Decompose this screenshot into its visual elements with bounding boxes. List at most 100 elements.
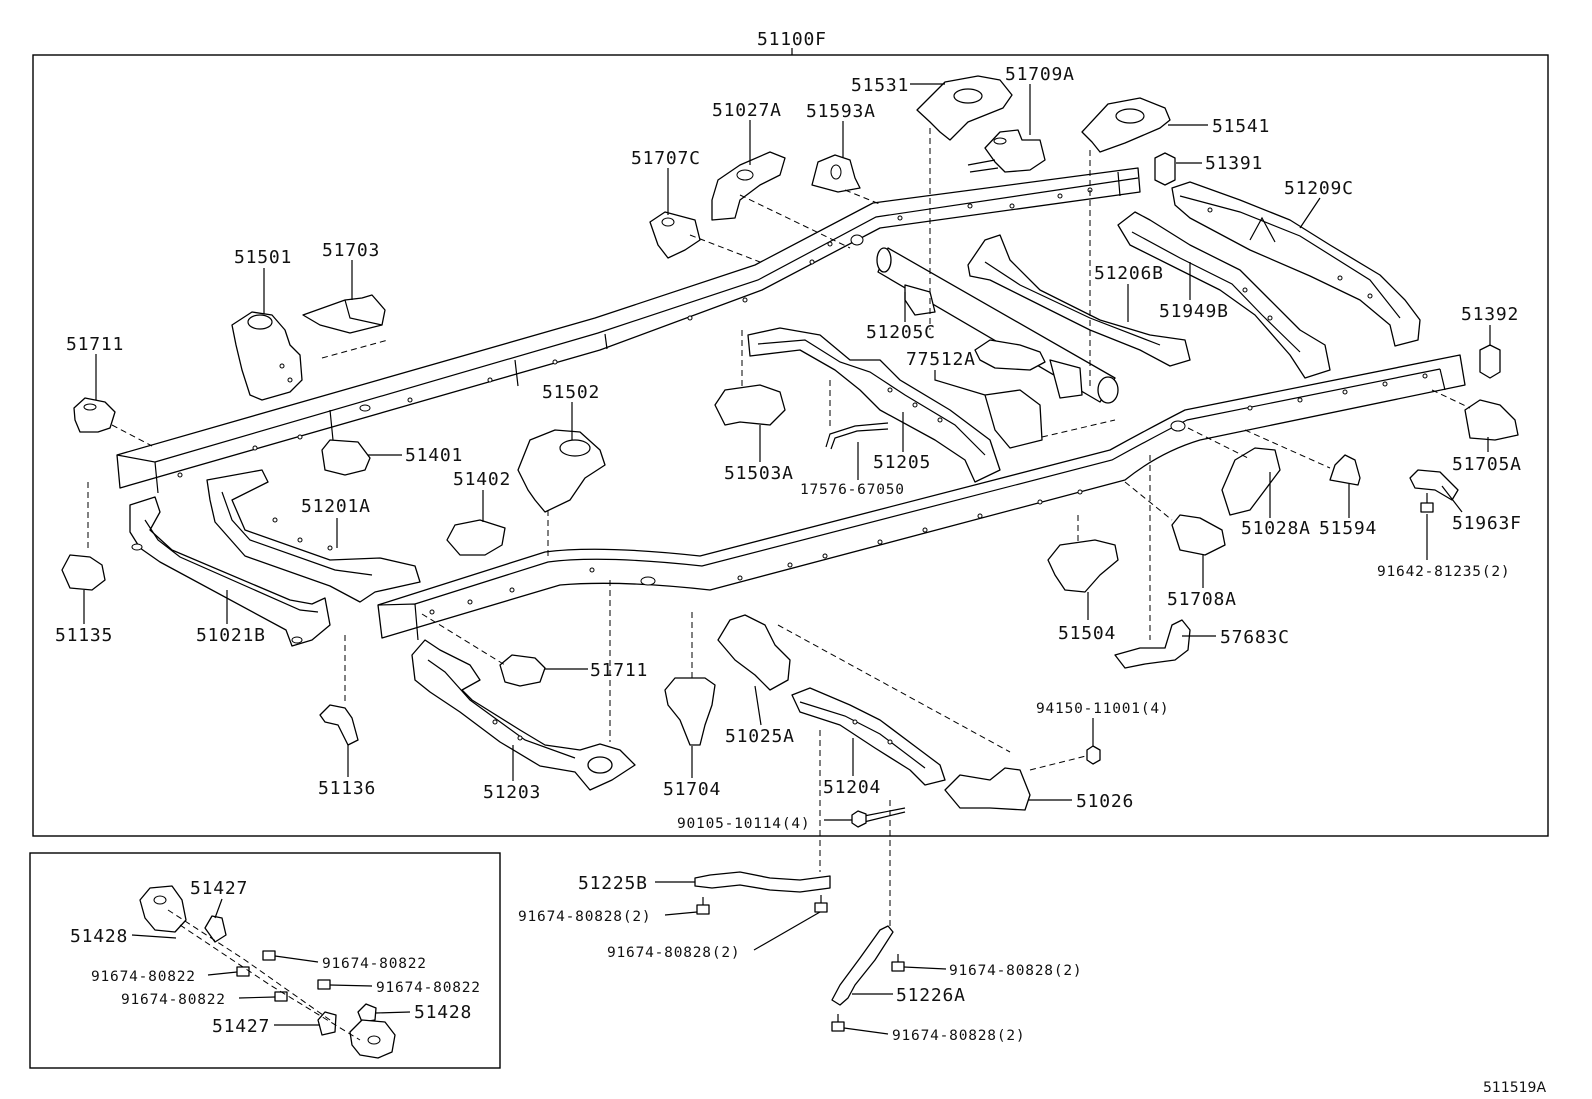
figure-code: 511519A — [1483, 1080, 1546, 1096]
inset-bolt-2 — [236, 966, 250, 977]
inset-bolt-4 — [274, 991, 288, 1002]
part-label-51392: 51392 — [1461, 304, 1519, 325]
part-label-51206b: 51206B — [1094, 263, 1164, 284]
bolt-91674-80828-d — [831, 1014, 845, 1032]
part-label-51027a: 51027A — [712, 100, 782, 121]
bracket-51705a — [1464, 399, 1519, 441]
bracket-51136 — [319, 704, 359, 746]
inset-label-51427-2: 51427 — [212, 1016, 270, 1037]
bolt-90105-10114 — [851, 807, 906, 828]
band-77512a — [974, 339, 1046, 371]
part-label-51025a: 51025A — [725, 726, 795, 747]
part-label-77512a: 77512A — [906, 349, 976, 370]
part-label-91674-80828-c: 91674-80828(2) — [949, 963, 1082, 979]
upper-frame-rail — [116, 167, 1141, 494]
part-label-91674-80828-b: 91674-80828(2) — [607, 945, 740, 961]
part-label-51209c: 51209C — [1284, 178, 1354, 199]
part-label-51963f: 51963F — [1452, 513, 1522, 534]
part-label-51135: 51135 — [55, 625, 113, 646]
part-label-51226a: 51226A — [896, 985, 966, 1006]
part-label-51201a: 51201A — [301, 496, 371, 517]
part-label-51026: 51026 — [1076, 791, 1134, 812]
inset-plate-51427-lower — [317, 1011, 337, 1036]
inset-label-51427: 51427 — [190, 878, 248, 899]
part-label-51204: 51204 — [823, 777, 881, 798]
part-label-51501: 51501 — [234, 247, 292, 268]
bracket-51135 — [61, 554, 106, 591]
inset-label-91674-80822-a: 91674-80822 — [322, 956, 427, 972]
hose-17576-67050 — [825, 422, 889, 450]
inset-label-91674-80822-c: 91674-80822 — [376, 980, 481, 996]
inset-bolt-1 — [262, 950, 276, 961]
bolt-91642-81235 — [1420, 493, 1434, 513]
alignment-dashed-lines — [87, 128, 1471, 930]
plate-51531 — [916, 75, 1013, 141]
inset-box — [29, 852, 501, 1069]
part-label-51707c: 51707C — [631, 148, 701, 169]
assembly-label: 51100F — [757, 29, 827, 50]
bolt-91674-80828-c — [891, 954, 905, 972]
bracket-51711-left — [73, 397, 116, 433]
bracket-51594 — [1329, 454, 1361, 486]
bracket-51028a — [1221, 447, 1281, 516]
part-label-51203: 51203 — [483, 782, 541, 803]
part-label-51136: 51136 — [318, 778, 376, 799]
part-label-51593a: 51593A — [806, 101, 876, 122]
part-label-51711-2: 51711 — [590, 660, 648, 681]
mount-51502 — [517, 429, 606, 513]
bracket-51703 — [302, 294, 386, 334]
part-label-51703: 51703 — [322, 240, 380, 261]
brace-51226a — [831, 925, 894, 1006]
part-label-51502: 51502 — [542, 382, 600, 403]
part-label-51531: 51531 — [851, 75, 909, 96]
inset-plate-51427-upper — [204, 915, 227, 943]
bracket-51025a — [717, 614, 791, 691]
bracket-51708a — [1171, 514, 1226, 556]
part-label-51402: 51402 — [453, 469, 511, 490]
inset-bracket-51428-upper — [139, 885, 187, 933]
part-label-51704: 51704 — [663, 779, 721, 800]
block-51391 — [1154, 152, 1176, 186]
inset-bracket-lower — [349, 1019, 396, 1059]
bracket-51402 — [446, 519, 506, 556]
upper-rail-holes — [177, 187, 1093, 478]
center-crossmember-51205 — [747, 327, 1001, 483]
inset-label-91674-80822-d: 91674-80822 — [121, 992, 226, 1008]
inset-label-51428: 51428 — [70, 926, 128, 947]
front-crossmember-51201a — [206, 469, 421, 603]
bracket-51963f — [1409, 469, 1459, 501]
part-label-51949b: 51949B — [1159, 301, 1229, 322]
part-label-51711: 51711 — [66, 334, 124, 355]
crossmember-51203 — [411, 639, 636, 791]
part-label-51541: 51541 — [1212, 116, 1270, 137]
part-label-91674-80828-a: 91674-80828(2) — [518, 909, 651, 925]
part-label-94150-11001: 94150-11001(4) — [1036, 701, 1169, 717]
block-51392 — [1479, 344, 1501, 379]
mount-51501 — [231, 311, 303, 401]
bracket-51401 — [321, 439, 371, 476]
part-label-91642-81235: 91642-81235(2) — [1377, 564, 1510, 580]
inset-label-91674-80822-b: 91674-80822 — [91, 969, 196, 985]
lower-rail-holes — [429, 373, 1428, 615]
bolt-91674-80828-b — [814, 895, 828, 913]
bolt-91674-80828-a — [696, 897, 710, 915]
lower-frame-rail — [377, 354, 1466, 641]
part-label-51225b: 51225B — [578, 873, 648, 894]
inset-dashed-lines — [167, 909, 361, 1041]
bracket-51711-right — [499, 654, 546, 687]
bracket-51504 — [1047, 539, 1119, 593]
leader-lines — [83, 83, 1491, 1035]
crossmember-51204 — [791, 687, 946, 786]
crossmember-51949b — [1117, 211, 1331, 379]
part-label-51028a: 51028A — [1241, 518, 1311, 539]
part-label-51594: 51594 — [1319, 518, 1377, 539]
part-label-51709a: 51709A — [1005, 64, 1075, 85]
bracket-51709a — [967, 129, 1046, 173]
part-label-90105-10114: 90105-10114(4) — [677, 816, 810, 832]
bracket-51707c — [649, 211, 701, 259]
brace-51225b — [694, 871, 831, 893]
bracket-51704 — [664, 677, 716, 746]
part-label-57683c: 57683C — [1220, 627, 1290, 648]
bracket-51503a — [714, 384, 786, 426]
